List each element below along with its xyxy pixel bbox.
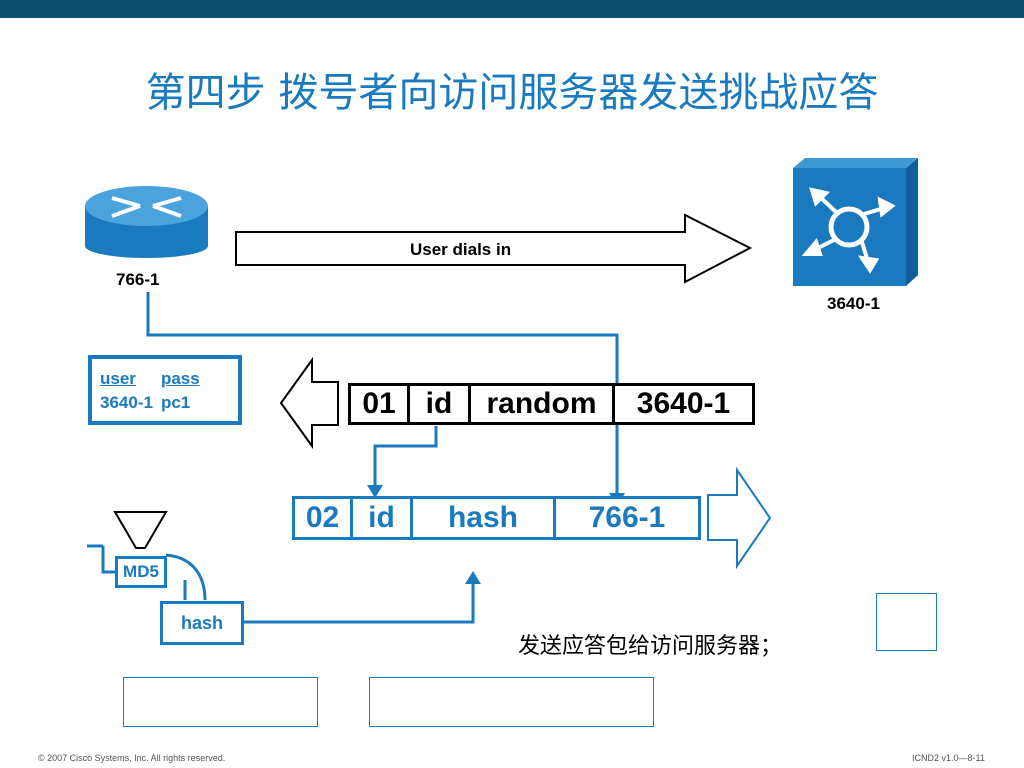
funnel-icon: [113, 511, 168, 549]
credentials-header-row: user pass: [100, 367, 208, 391]
router-label: 766-1: [116, 270, 160, 289]
credentials-header-user: user: [100, 369, 136, 388]
caption: 发送应答包给访问服务器；: [518, 634, 783, 659]
credentials-row: 3640-1 pc1: [100, 391, 208, 415]
footer-course: ICND2 v1.0—8-11: [912, 753, 985, 763]
credentials-pass: pc1: [160, 393, 191, 412]
response-name: 766-1: [553, 496, 701, 540]
challenge-random: random: [468, 383, 615, 425]
dial-in-label: User dials in: [410, 240, 512, 259]
empty-box-left: [123, 677, 318, 727]
empty-box-small: [876, 593, 937, 651]
dial-in-arrow: [235, 213, 753, 284]
top-bar: [0, 0, 1024, 18]
challenge-arrow: [279, 356, 339, 450]
page-title: 第四步 拨号者向访问服务器发送挑战应答: [145, 70, 879, 116]
md5-curve: [165, 553, 207, 601]
response-hash: hash: [410, 496, 556, 540]
credentials-user: 3640-1: [100, 393, 153, 412]
hash-connector: [243, 584, 475, 624]
response-packet: 02 id hash 766-1: [292, 496, 701, 540]
access-server-icon: [793, 158, 918, 286]
credentials-header-pass: pass: [160, 369, 200, 388]
id-connector: [373, 426, 438, 485]
challenge-packet: 01 id random 3640-1: [348, 383, 755, 425]
credentials-box: user pass 3640-1 pc1: [88, 355, 242, 425]
response-id: id: [350, 496, 413, 540]
md5-box: MD5: [115, 556, 167, 588]
server-label: 3640-1: [827, 294, 880, 313]
challenge-code: 01: [348, 383, 410, 425]
challenge-id: id: [407, 383, 471, 425]
hash-box: hash: [160, 601, 244, 645]
response-code: 02: [292, 496, 353, 540]
credentials-table: user pass 3640-1 pc1: [100, 367, 208, 415]
challenge-name: 3640-1: [612, 383, 755, 425]
footer-copyright: © 2007 Cisco Systems, Inc. All rights re…: [38, 753, 226, 763]
md5-input-line-2: [101, 546, 118, 574]
empty-box-right: [369, 677, 654, 727]
response-arrow: [707, 466, 772, 570]
router-icon: [85, 186, 208, 258]
